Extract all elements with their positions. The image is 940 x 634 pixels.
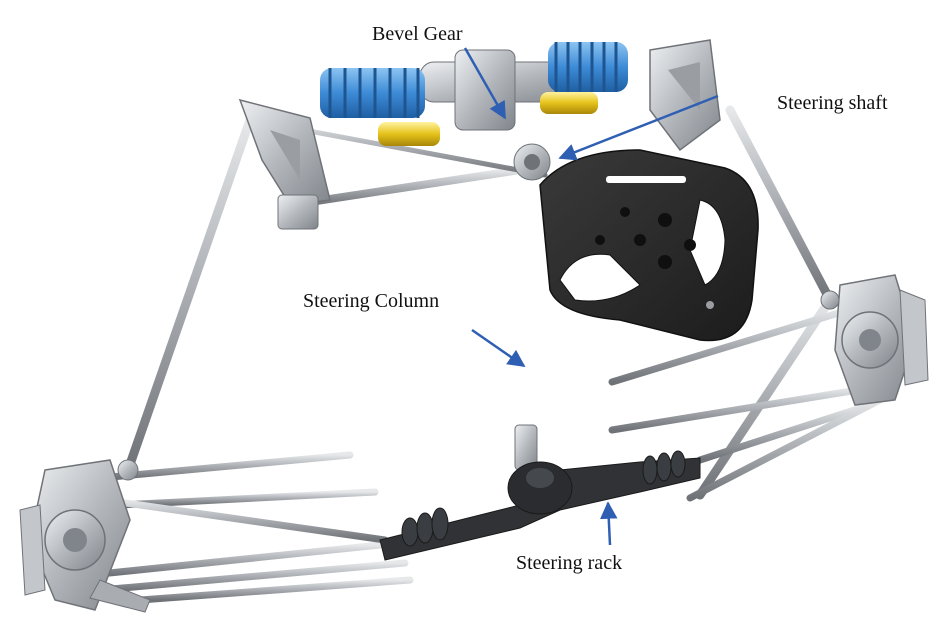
left-tie-rod xyxy=(101,496,389,544)
label-bevel-gear: Bevel Gear xyxy=(372,23,463,45)
shock-absorber-assembly xyxy=(320,42,628,146)
right-upright xyxy=(820,274,929,406)
left-wishbone-upper xyxy=(96,451,354,482)
annotation-arrows xyxy=(463,47,719,546)
steering-rack xyxy=(379,450,701,561)
bevel-gear-arrow xyxy=(463,47,507,120)
left-wishbone-mid xyxy=(116,488,379,509)
label-steering-rack: Steering rack xyxy=(516,552,622,574)
right-pushrod xyxy=(725,105,835,305)
steering-column-arrow xyxy=(471,328,526,368)
right-lower-rod xyxy=(695,295,835,500)
right-rack-boot xyxy=(642,450,686,485)
steering-rack-arrow xyxy=(600,501,618,546)
right-wishbone-upper xyxy=(608,304,859,386)
right-coil-spring xyxy=(548,42,628,92)
label-steering-shaft: Steering shaft xyxy=(777,92,888,114)
bevel-gearbox xyxy=(454,49,516,131)
left-wishbone-lower-a xyxy=(86,541,384,579)
right-rocker xyxy=(649,39,721,152)
left-wishbone-lower-c xyxy=(136,576,414,604)
right-damper-canister xyxy=(540,92,598,114)
label-steering-column: Steering Column xyxy=(303,290,439,312)
left-rocker xyxy=(238,98,331,230)
left-pushrod xyxy=(123,115,255,475)
steering-column xyxy=(513,143,551,471)
right-tie-rod xyxy=(686,396,884,502)
steering-shaft-arrow xyxy=(558,94,719,161)
right-wishbone-lower xyxy=(696,401,874,464)
suspension-rods xyxy=(86,105,884,604)
steering-wheel xyxy=(539,149,759,342)
left-wishbone-lower-b xyxy=(96,559,409,594)
left-damper-canister xyxy=(378,122,440,146)
right-wishbone-mid xyxy=(608,384,874,434)
left-upright xyxy=(19,459,151,613)
left-rack-boot xyxy=(401,507,449,547)
left-coil-spring xyxy=(320,68,425,118)
